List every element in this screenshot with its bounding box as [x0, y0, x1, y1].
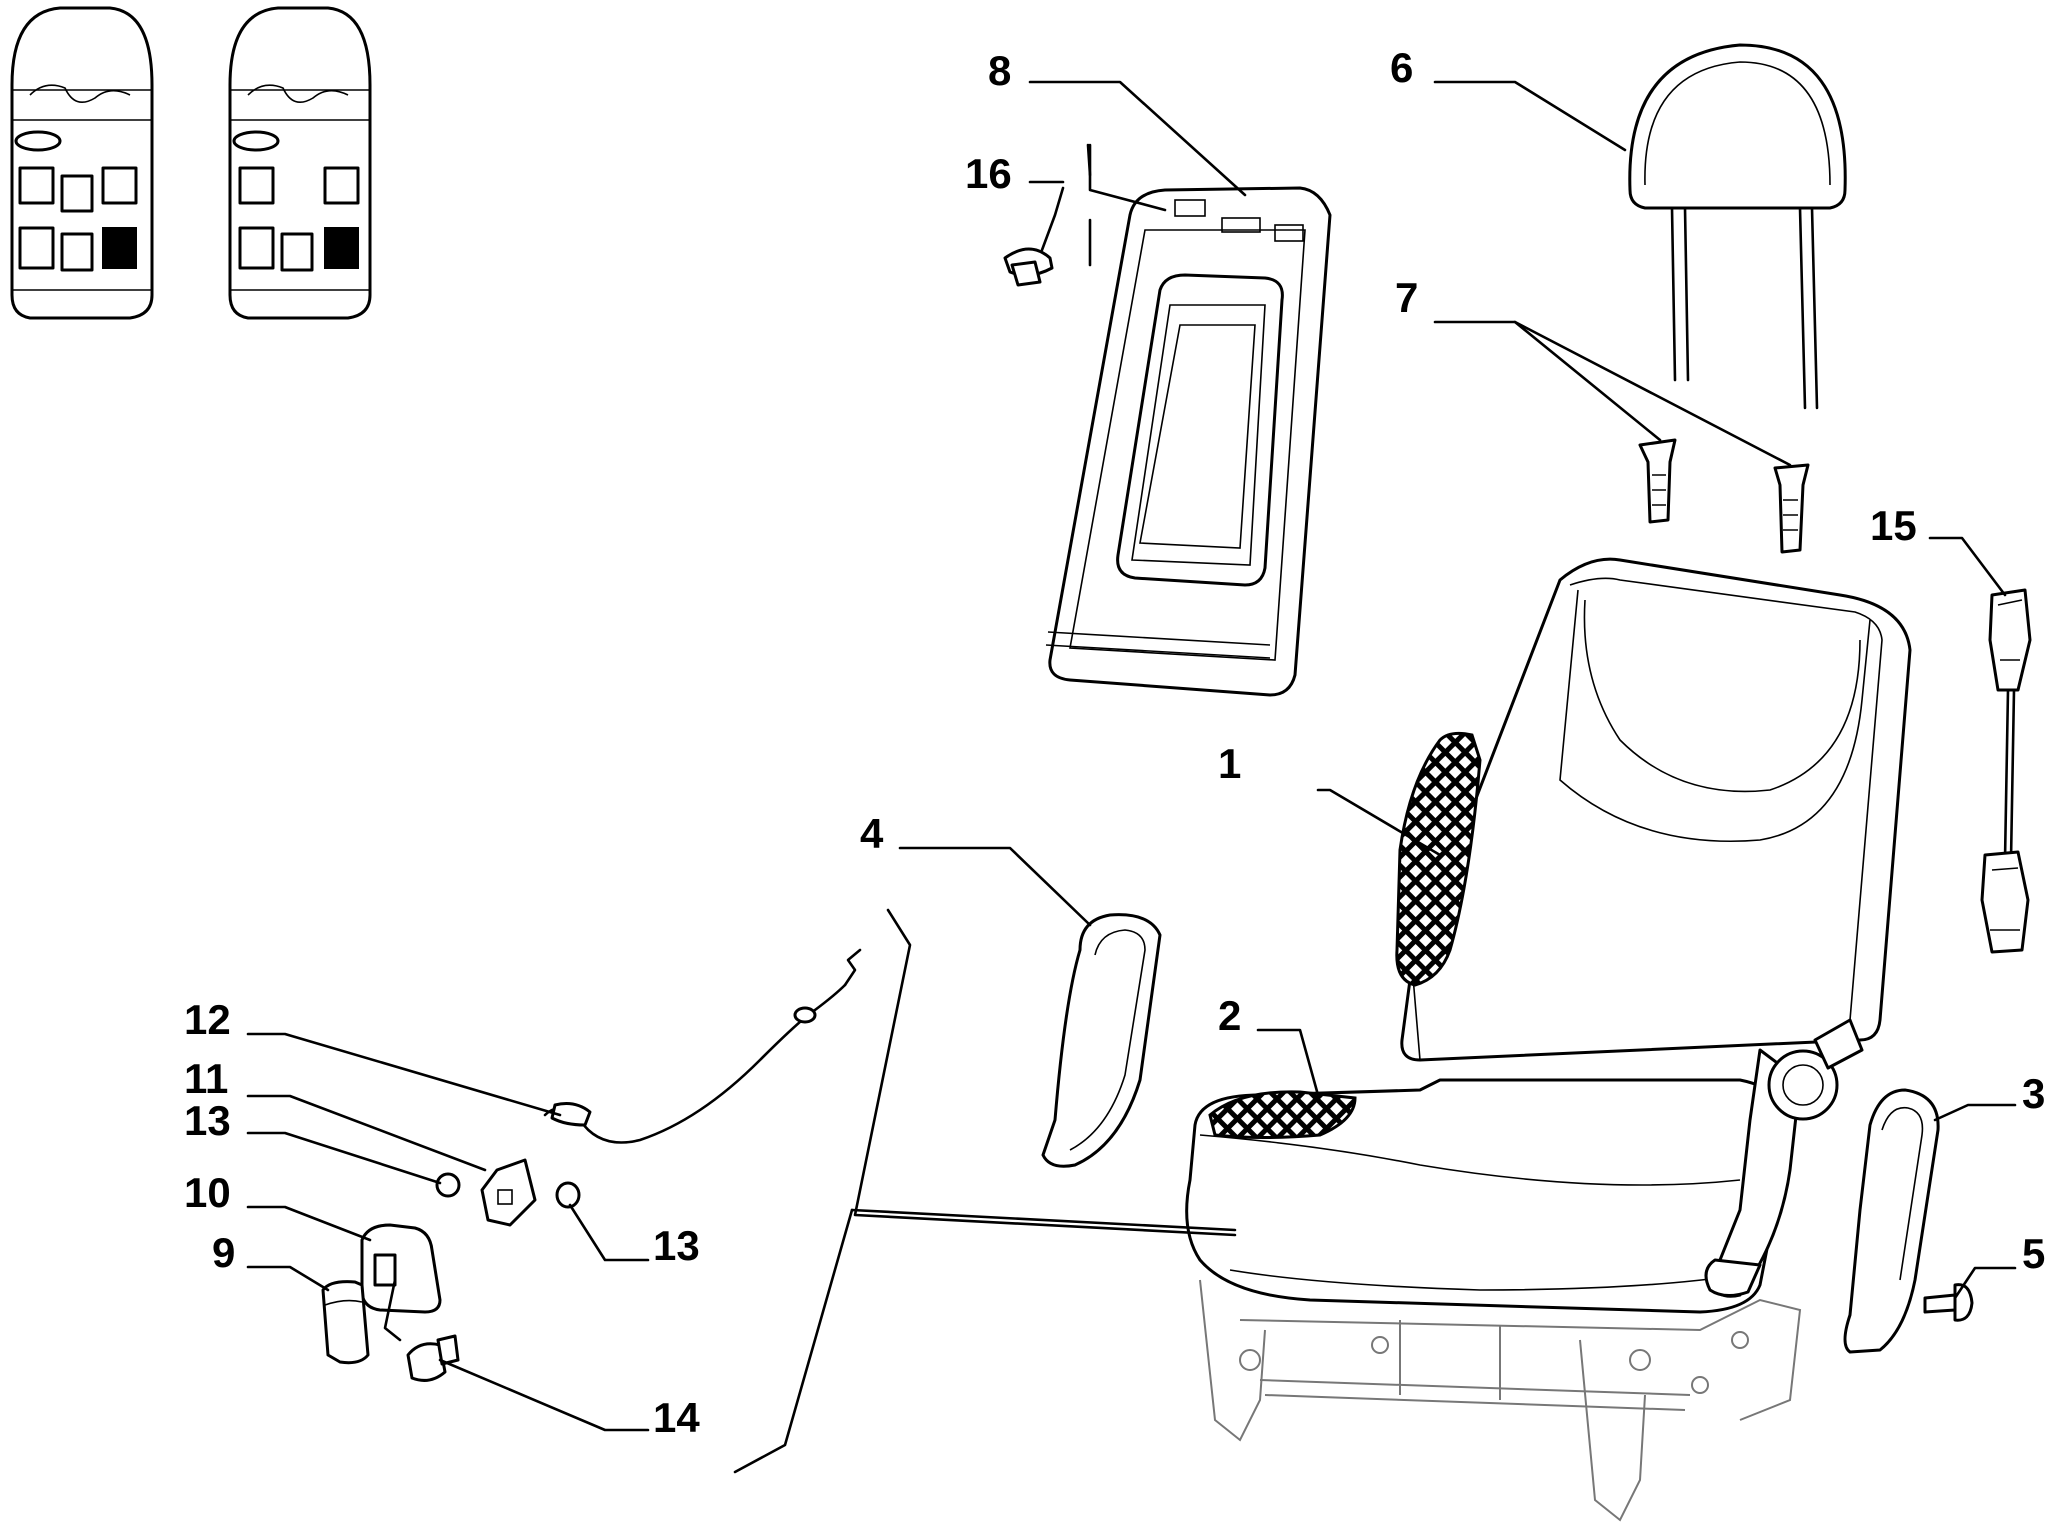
release-cable	[543, 948, 862, 1144]
callout-10: 10	[184, 1169, 231, 1216]
callout-14: 14	[653, 1394, 700, 1441]
belt-strap	[1980, 588, 2032, 954]
callout-7: 7	[1395, 274, 1418, 321]
callout-8: 8	[988, 47, 1011, 94]
release-handle	[360, 1223, 442, 1314]
seat-backrest	[1400, 557, 1912, 1062]
callout-3: 3	[2022, 1070, 2045, 1117]
recliner-mechanism	[1704, 1018, 1864, 1298]
legend-left-seat-cells	[18, 166, 138, 272]
callout-13-right: 13	[653, 1222, 700, 1269]
legend-right-selected-seat	[324, 227, 359, 269]
clip	[1003, 247, 1054, 287]
legend-left-vehicle	[10, 6, 154, 320]
callout-13-left: 13	[184, 1097, 231, 1144]
callout-15: 15	[1870, 502, 1917, 549]
legend-right-vehicle	[228, 6, 372, 320]
legend-right-seat-cells	[238, 166, 360, 272]
outer-trim-cover	[1843, 1088, 1940, 1354]
bracket	[480, 1158, 537, 1227]
callout-4: 4	[860, 810, 884, 857]
callout-16: 16	[965, 150, 1012, 197]
backrest-mesh-pad	[1395, 731, 1482, 987]
callout-11: 11	[184, 1055, 228, 1102]
handle-cover	[321, 1280, 370, 1365]
callout-2: 2	[1218, 992, 1241, 1039]
screw	[1923, 1283, 1974, 1322]
callout-6: 6	[1390, 44, 1413, 91]
callout-1: 1	[1218, 740, 1241, 787]
bushing-right	[555, 1181, 581, 1209]
bushing-left	[435, 1172, 461, 1198]
seat-frame	[1199, 1279, 1802, 1522]
seat-cushion	[1185, 1078, 1792, 1314]
callout-12: 12	[184, 996, 231, 1043]
headrest	[1628, 43, 1847, 410]
callout-5: 5	[2022, 1230, 2045, 1277]
leader-lines	[246, 80, 2017, 1474]
legend-left-selected-seat	[102, 227, 137, 269]
inner-trim-cover	[1041, 913, 1162, 1168]
seatback-panel	[1045, 186, 1332, 697]
headrest-guides	[1638, 438, 1810, 554]
handle-screw	[406, 1334, 460, 1382]
callout-9: 9	[212, 1229, 235, 1276]
